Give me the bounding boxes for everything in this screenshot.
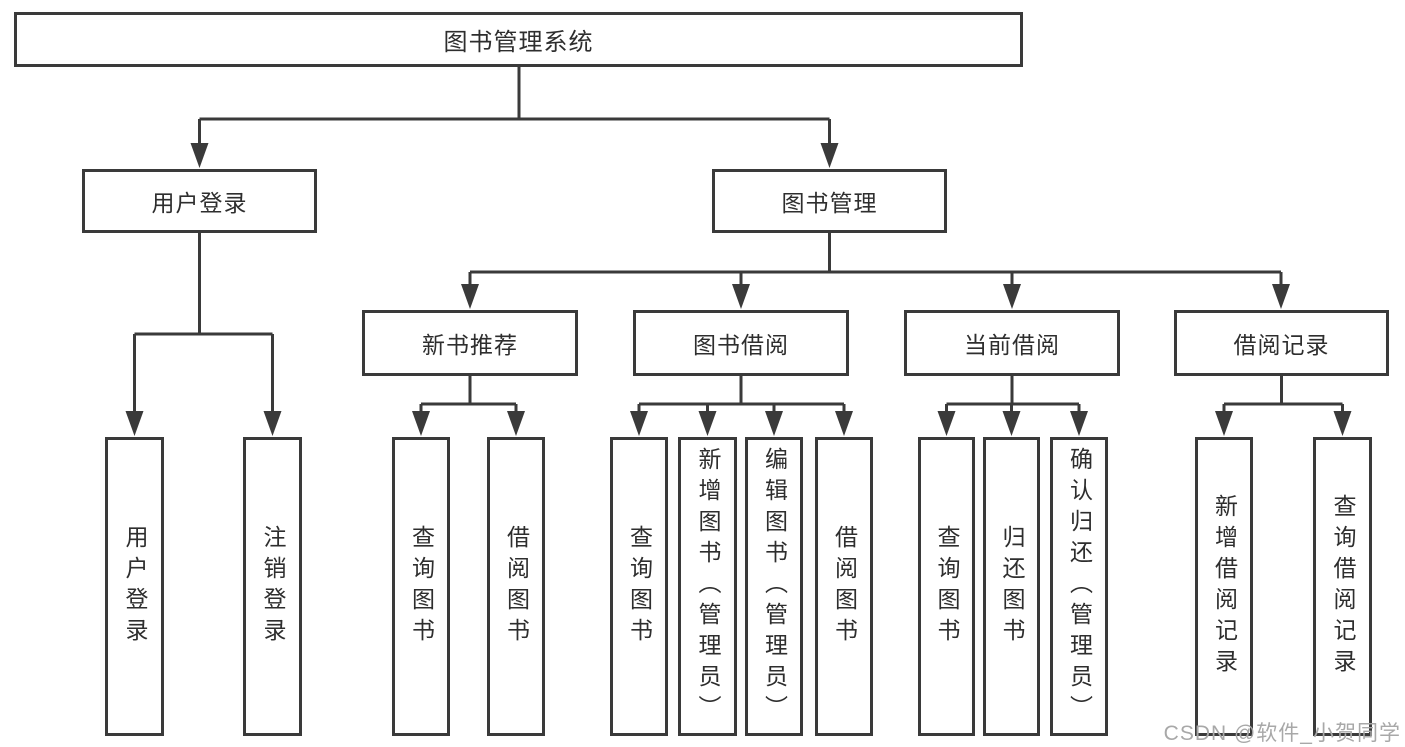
node-label: 归还图书 (999, 524, 1025, 649)
node-borrowing-records: 借阅记录 (1174, 310, 1389, 376)
leaf-query-books-borrow: 查询图书 (610, 437, 668, 736)
node-label: 图书管理系统 (443, 29, 594, 56)
leaf-user-login: 用户登录 (105, 437, 164, 736)
arrow-down-icon (461, 284, 479, 309)
arrow-down-icon (190, 143, 209, 168)
arrow-down-icon (1003, 284, 1021, 309)
node-label: 用户登录 (151, 190, 248, 216)
node-label: 注销登录 (260, 524, 286, 649)
leaf-confirm-return-admin: 确认归还（管理员） (1050, 437, 1108, 736)
leaf-query-books-recommend: 查询图书 (392, 437, 450, 736)
node-user-login: 用户登录 (82, 169, 317, 233)
node-label: 确认归还（管理员） (1066, 447, 1093, 726)
arrow-down-icon (263, 411, 282, 436)
arrow-down-icon (630, 411, 648, 436)
node-label: 查询图书 (408, 524, 435, 649)
arrow-down-icon (1070, 411, 1088, 436)
node-label: 用户登录 (122, 524, 148, 649)
arrow-down-icon (732, 284, 750, 309)
arrow-down-icon (1333, 411, 1352, 436)
node-label: 查询借阅记录 (1330, 493, 1356, 680)
leaf-add-book-admin: 新增图书（管理员） (678, 437, 737, 736)
arrow-down-icon (835, 411, 853, 436)
csdn-watermark: CSDN @软件_小贺同学 (1163, 722, 1401, 745)
node-label: 查询图书 (934, 524, 960, 649)
leaf-borrow-books: 借阅图书 (815, 437, 873, 736)
leaf-logout: 注销登录 (243, 437, 302, 736)
arrow-down-icon (698, 411, 717, 436)
leaf-edit-book-admin: 编辑图书（管理员） (745, 437, 803, 736)
arrow-down-icon (765, 411, 783, 436)
arrowhead-icons (125, 143, 1352, 436)
node-label: 当前借阅 (964, 332, 1060, 358)
node-label: 编辑图书（管理员） (761, 447, 788, 726)
arrow-down-icon (1272, 284, 1290, 309)
arrow-down-icon (125, 411, 144, 436)
node-label: 新书推荐 (422, 332, 518, 358)
leaf-add-borrow-record: 新增借阅记录 (1195, 437, 1253, 736)
node-label: 图书借阅 (693, 332, 789, 358)
node-label: 查询图书 (626, 524, 653, 649)
leaf-query-borrow-record: 查询借阅记录 (1313, 437, 1372, 736)
arrow-down-icon (937, 411, 956, 436)
leaf-borrow-books-recommend: 借阅图书 (487, 437, 545, 736)
node-label: 借阅记录 (1233, 332, 1330, 358)
arrow-down-icon (507, 411, 525, 436)
node-label: 借阅图书 (503, 524, 530, 649)
arrow-down-icon (1002, 411, 1021, 436)
leaf-query-books-current: 查询图书 (918, 437, 975, 736)
node-current-borrowing: 当前借阅 (904, 310, 1120, 376)
arrow-down-icon (820, 143, 839, 168)
leaf-return-book: 归还图书 (983, 437, 1040, 736)
node-new-book-recommend: 新书推荐 (362, 310, 578, 376)
arrow-down-icon (412, 411, 430, 436)
node-book-management: 图书管理 (712, 169, 947, 233)
node-label: 新增图书（管理员） (695, 447, 721, 726)
arrow-down-icon (1215, 411, 1233, 436)
node-label: 借阅图书 (831, 524, 858, 649)
node-label: 新增借阅记录 (1211, 493, 1238, 680)
node-root: 图书管理系统 (14, 12, 1023, 67)
node-book-borrowing: 图书借阅 (633, 310, 849, 376)
node-label: 图书管理 (781, 190, 878, 216)
